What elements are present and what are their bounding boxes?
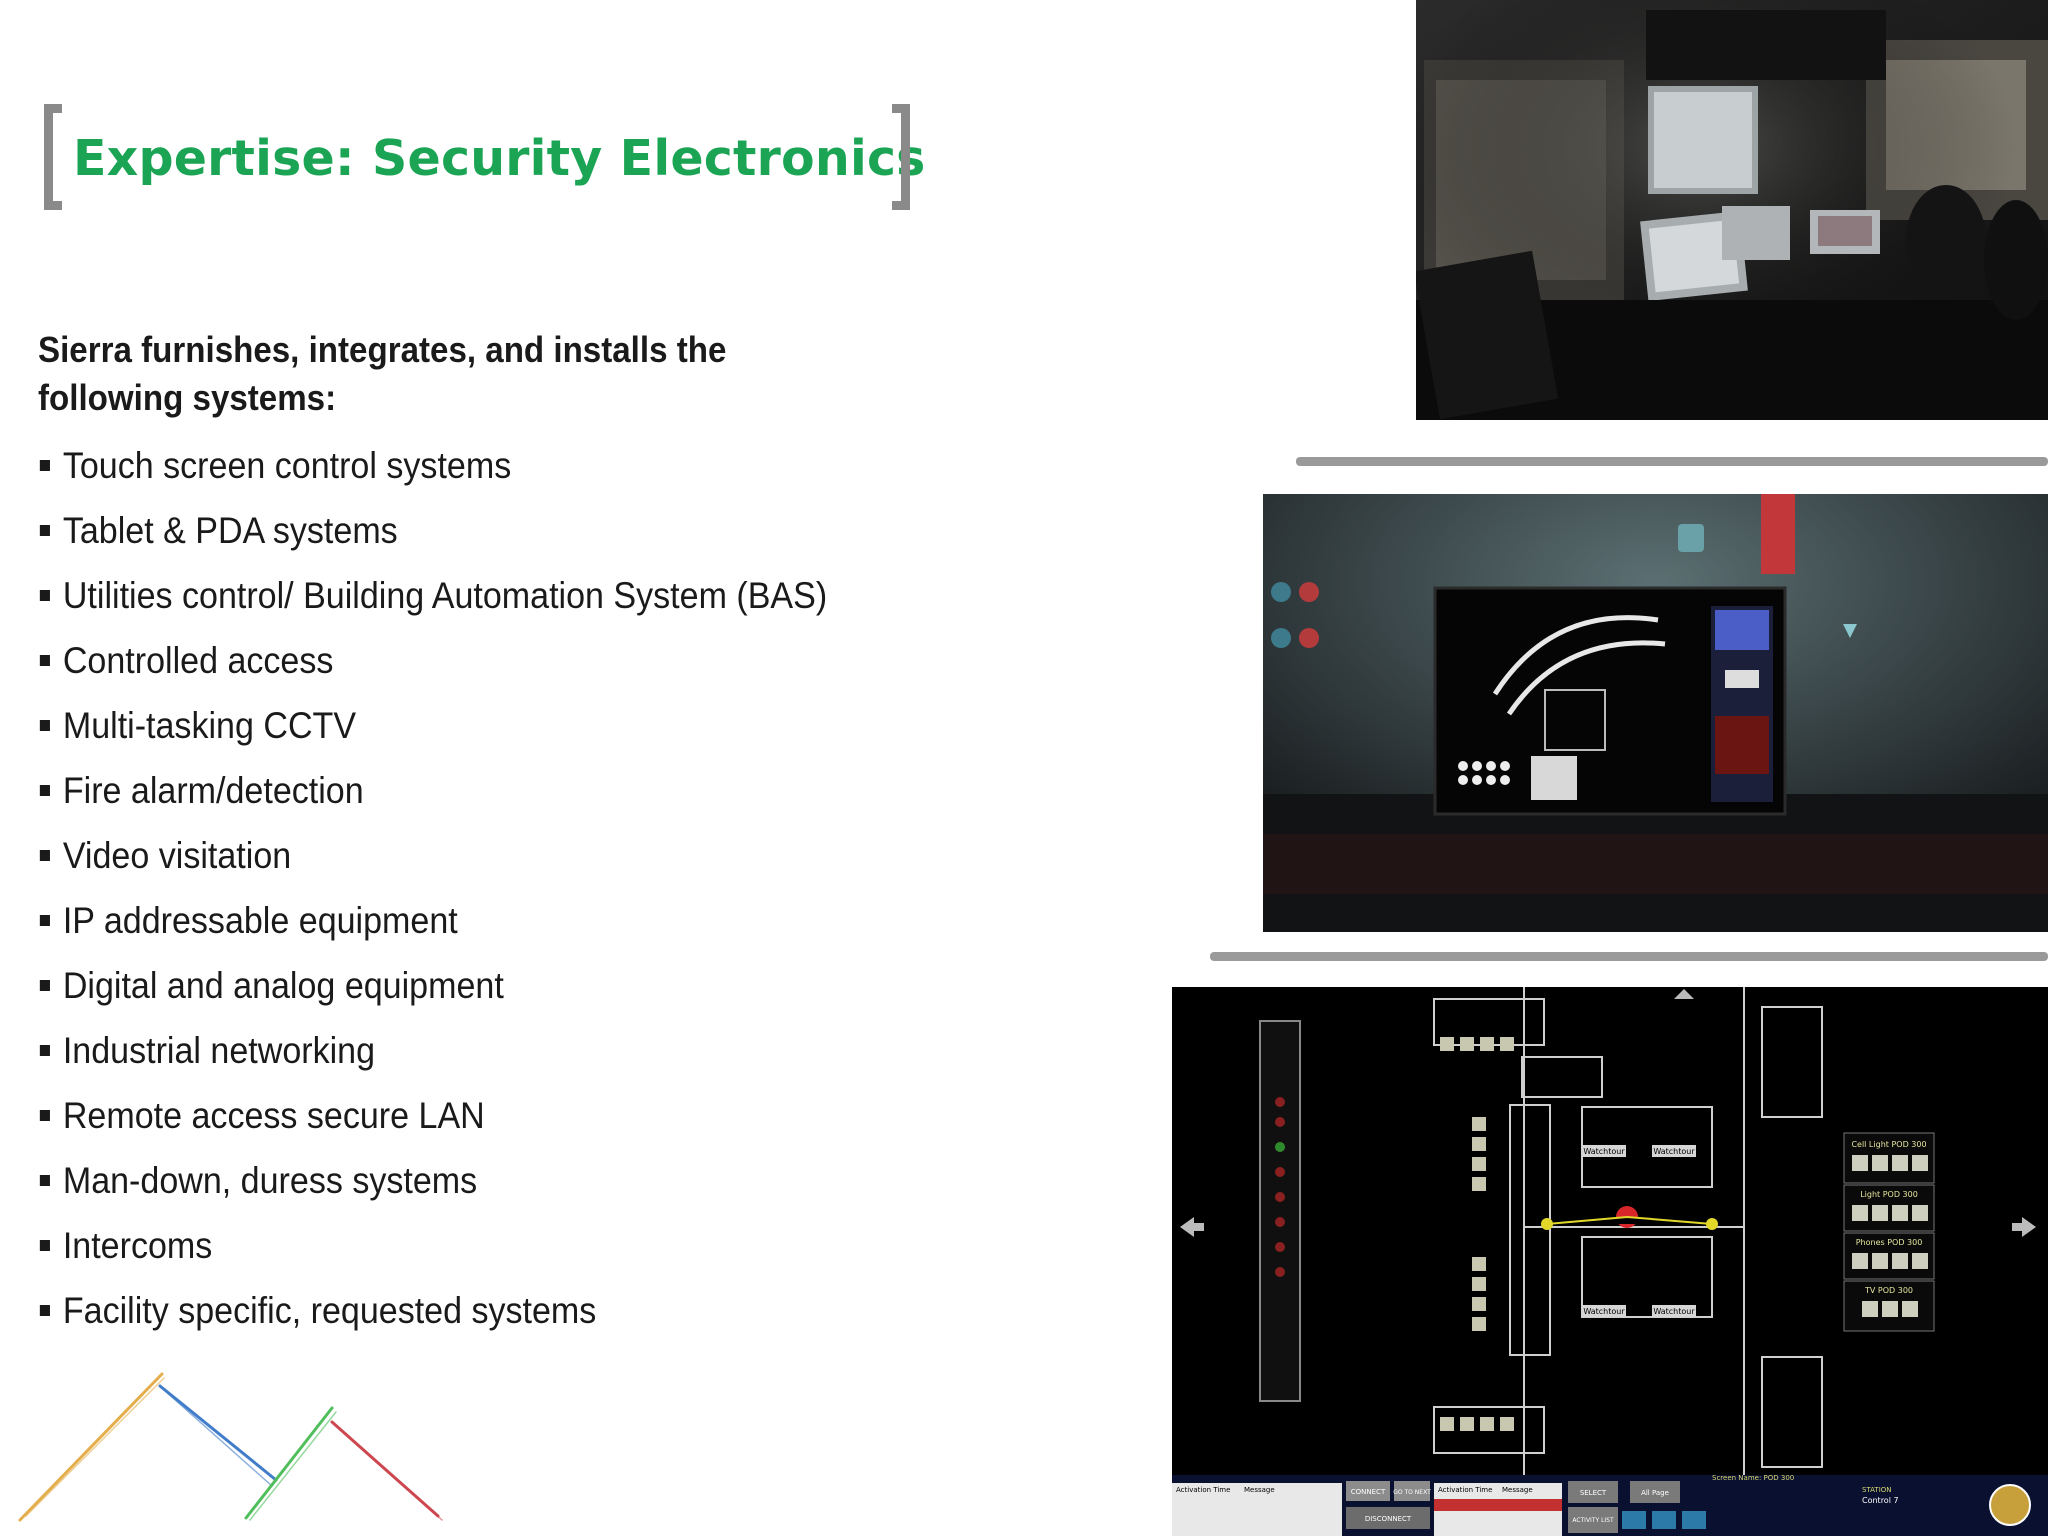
list-item-label: Video visitation [62,835,292,876]
list-item-label: Touch screen control systems [62,445,512,486]
list-item-label: Multi-tasking CCTV [62,705,357,746]
bullet-square-icon [39,1305,50,1316]
list-item: IP addressable equipment [38,895,827,960]
watchtour-label: Watchtour [1653,1307,1695,1316]
list-item-label: Digital and analog equipment [62,965,504,1006]
column-header: Activation Time [1176,1486,1230,1494]
bullet-square-icon [39,850,50,861]
list-item: Utilities control/ Building Automation S… [38,570,827,635]
all-page-label: All Page [1641,1489,1669,1497]
column-header: Activation Time [1438,1486,1492,1494]
column-header: Message [1502,1486,1533,1494]
title-bracket-left [44,104,62,210]
photo-divider [1210,952,2048,961]
connect-button-label: CONNECT [1351,1488,1386,1496]
photo-divider [1296,457,2048,466]
bullet-square-icon [39,980,50,991]
list-item-label: Fire alarm/detection [62,770,364,811]
list-item-label: Facility specific, requested systems [62,1290,597,1331]
list-item: Industrial networking [38,1025,827,1090]
title-bracket-right [892,104,910,210]
list-item: Digital and analog equipment [38,960,827,1025]
go-to-next-label: GO TO NEXT [1393,1489,1431,1496]
list-item: Controlled access [38,635,827,700]
go-to-next-button[interactable] [1394,1481,1430,1501]
disconnect-button-label: DISCONNECT [1365,1515,1412,1523]
bullet-square-icon [39,525,50,536]
touchscreen-display-photo [1263,494,2048,932]
bullet-square-icon [39,460,50,471]
intro-text: Sierra furnishes, integrates, and instal… [38,329,727,418]
list-item: Intercoms [38,1220,827,1285]
screen-name: Screen Name: POD 300 [1712,1474,1794,1482]
bullet-square-icon [39,1175,50,1186]
list-item: Fire alarm/detection [38,765,827,830]
watchtour-label: Watchtour [1583,1307,1625,1316]
activity-list-label: ACTIVITY LIST [1572,1517,1614,1524]
bullet-square-icon [39,655,50,666]
control-room-photo [1416,0,2048,420]
bullet-square-icon [39,1240,50,1251]
list-item-label: Industrial networking [62,1030,376,1071]
list-item-label: Tablet & PDA systems [62,510,398,551]
bullet-square-icon [39,1110,50,1121]
pod-label: Cell Light POD 300 [1851,1140,1926,1149]
pod-label: TV POD 300 [1864,1286,1913,1295]
list-item: Touch screen control systems [38,440,827,505]
select-button[interactable] [1568,1481,1618,1503]
list-item: Remote access secure LAN [38,1090,827,1155]
bullet-square-icon [39,590,50,601]
list-item: Video visitation [38,830,827,895]
seal-icon [1989,1484,2031,1526]
watchtour-label: Watchtour [1653,1147,1695,1156]
bullet-square-icon [39,915,50,926]
station-label: STATION [1862,1486,1892,1494]
list-item: Facility specific, requested systems [38,1285,827,1350]
company-logo [18,1372,443,1522]
list-item-label: Intercoms [62,1225,213,1266]
station-value: Control 7 [1862,1496,1899,1505]
activity-list-button[interactable] [1568,1507,1618,1533]
bullet-square-icon [39,785,50,796]
watchtour-label: Watchtour [1583,1147,1625,1156]
bullet-square-icon [39,1045,50,1056]
list-item-label: IP addressable equipment [62,900,458,941]
list-item-label: Controlled access [62,640,334,681]
list-item: Tablet & PDA systems [38,505,827,570]
bullet-square-icon [39,720,50,731]
pod-label: Phones POD 300 [1856,1238,1923,1247]
disconnect-button[interactable] [1346,1507,1430,1529]
select-button-label: SELECT [1580,1489,1607,1497]
list-item: Multi-tasking CCTV [38,700,827,765]
facility-control-screen: Watchtour Watchtour Watchtour Watchtour … [1172,987,2048,1536]
pod-label: Light POD 300 [1860,1190,1918,1199]
systems-list: Touch screen control systems Tablet & PD… [38,440,896,1350]
list-item: Man-down, duress systems [38,1155,827,1220]
list-item-label: Utilities control/ Building Automation S… [62,575,828,616]
slide-title: Expertise: Security Electronics [73,130,926,187]
all-page-button[interactable] [1630,1481,1680,1503]
column-header: Message [1244,1486,1275,1494]
connect-button[interactable] [1346,1481,1390,1501]
list-item-label: Man-down, duress systems [62,1160,478,1201]
list-item-label: Remote access secure LAN [62,1095,485,1136]
